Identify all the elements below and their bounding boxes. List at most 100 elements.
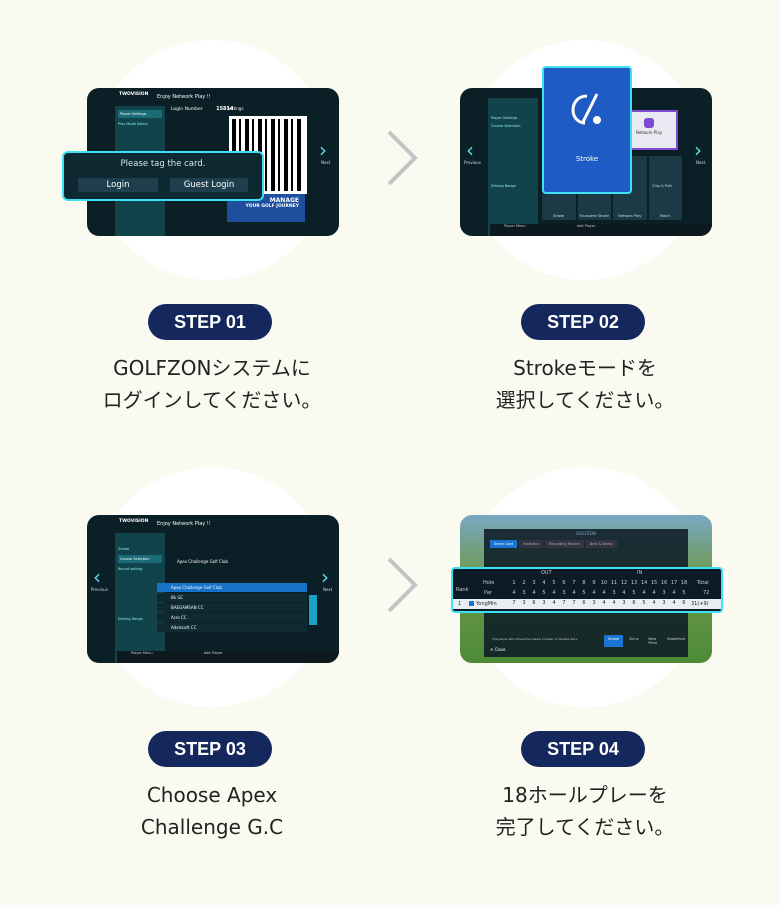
promo-line-2: YOUR GOLF JOURNEY	[245, 204, 299, 209]
course-row-selected[interactable]: Apex Challenge Golf Club	[157, 583, 307, 592]
hole-score: 3	[522, 600, 526, 606]
course-row[interactable]: BAEGAMSAN CC	[157, 603, 307, 612]
hole-score: 6	[682, 600, 686, 606]
hole-score: 4	[602, 600, 606, 606]
brand-logo: TWOVISION	[119, 92, 149, 97]
mode-foursome-label: Foursome Stroke	[579, 214, 609, 218]
next-label: Next	[696, 160, 706, 165]
next-label: Next	[323, 587, 333, 592]
hole-number: 10	[600, 580, 608, 586]
mode-new-perio[interactable]: New Perio	[648, 637, 658, 645]
sidebar-item-driving-range[interactable]: Driving Range	[491, 184, 516, 188]
hole-score: 7	[562, 600, 566, 606]
hole-number: 15	[650, 580, 658, 586]
scorecard-tabs: Score Card Statistics Recording Record B…	[490, 540, 682, 548]
hole-score: 6	[532, 600, 536, 606]
step-01-caption-line-2: ログインしてください。	[102, 388, 322, 412]
stroke-card[interactable]: Stroke	[542, 66, 632, 194]
step-03-caption-line-2: Challenge G.C	[140, 815, 284, 839]
hole-number: 1	[512, 580, 516, 586]
login-number-text: Login Number	[171, 107, 203, 112]
sidebar-item-driving-range[interactable]: Driving Range	[118, 617, 143, 621]
hole-score: 6	[582, 600, 586, 606]
guest-login-button[interactable]: Guest Login	[170, 178, 248, 192]
hole-number: 14	[640, 580, 648, 586]
sidebar-item-player-settings[interactable]: Player Settings	[491, 116, 518, 120]
step-01-badge: STEP 01	[148, 304, 272, 340]
bottom-bar: Player Menu Add Player	[490, 224, 712, 236]
scroll-arrows[interactable]	[309, 595, 317, 625]
course-row[interactable]: Bk GC	[157, 593, 307, 602]
tab-score-card[interactable]: Score Card	[490, 540, 518, 548]
hole-number: 17	[670, 580, 678, 586]
brand-logo: GOLFZON	[576, 531, 596, 536]
tab-recording-record[interactable]: Recording Record	[545, 540, 584, 548]
course-row[interactable]: Acro CC	[157, 613, 307, 622]
previous-arrow-icon[interactable]: ‹	[466, 138, 474, 162]
sidebar-item-stroke[interactable]: Stroke	[118, 547, 130, 551]
hole-score: 4	[612, 600, 616, 606]
previous-label: Previous	[91, 587, 108, 592]
step-03-caption-line-1: Choose Apex	[146, 783, 278, 807]
close-label: Close	[494, 647, 506, 652]
add-player-label[interactable]: Add Player	[576, 224, 596, 228]
course-name: Acro CC	[171, 615, 187, 620]
step-02-caption-line-2: 選択してください。	[495, 388, 675, 412]
previous-arrow-icon[interactable]: ‹	[93, 565, 101, 589]
tab-statistics[interactable]: Statistics	[519, 540, 544, 548]
sidebar-item-course-selection[interactable]: Course Selection	[491, 124, 521, 128]
step-03: TWOVISION Enjoy Network Play !! Stroke C…	[62, 467, 362, 857]
hole-par: 4	[552, 590, 556, 596]
step-04-badge: STEP 04	[521, 731, 645, 767]
hole-number: 7	[572, 580, 576, 586]
hole-number: 6	[562, 580, 566, 586]
login-button[interactable]: Login	[78, 178, 158, 192]
settings-label[interactable]: Settings	[227, 106, 244, 111]
mode-tile-match[interactable]: Match	[648, 156, 682, 220]
sidebar-item-round-setting[interactable]: Round setting	[118, 567, 143, 571]
hole-par: 4	[532, 590, 536, 596]
sidebar-item-course-selection[interactable]: Course Selection	[118, 555, 162, 563]
sidebar: Stroke Course Selection Round setting Dr…	[115, 533, 165, 663]
hole-par: 4	[572, 590, 576, 596]
sidebar-item-play-mode[interactable]: Play Mode Select	[118, 122, 148, 126]
step-02-caption: Strokeモードを 選択してください。	[435, 352, 735, 416]
player-menu-label[interactable]: Player Menu	[504, 224, 526, 228]
tab-best-worst[interactable]: Best & Worst	[585, 540, 617, 548]
hole-number: 18	[680, 580, 688, 586]
mode-stroke-label: Stroke	[553, 214, 565, 218]
mode-stableford[interactable]: Stableford	[667, 637, 686, 641]
course-name: Adelscott CC	[171, 625, 197, 630]
sidebar-item-player-settings[interactable]: Player Settings	[118, 110, 162, 118]
hole-score: 6	[632, 600, 636, 606]
login-dialog: Please tag the card. Login Guest Login	[62, 151, 264, 201]
next-arrow-icon[interactable]: ›	[319, 138, 327, 162]
step-03-badge: STEP 03	[148, 731, 272, 767]
step-01-caption-line-1: GOLFZONシステムに	[113, 356, 311, 380]
mode-match-label: Match	[659, 214, 671, 218]
hole-par: 5	[682, 590, 686, 596]
course-row[interactable]: Adelscott CC	[157, 623, 307, 632]
player-menu-label[interactable]: Player Menu	[131, 651, 153, 655]
hole-par: 4	[642, 590, 646, 596]
close-button[interactable]: ✕ Close	[490, 647, 506, 652]
step-01: TWOVISION Enjoy Network Play !! Player S…	[62, 40, 362, 430]
stroke-icon	[571, 93, 601, 125]
add-player-label[interactable]: Add Player	[203, 651, 223, 655]
hole-score: 3	[592, 600, 596, 606]
next-arrow-icon[interactable]: ›	[321, 565, 329, 589]
hole-par: 4	[652, 590, 656, 596]
next-arrow-icon[interactable]: ›	[694, 138, 702, 162]
hole-score: 4	[672, 600, 676, 606]
hole-number: 2	[522, 580, 526, 586]
player-rank: 1	[458, 601, 462, 607]
mode-skins[interactable]: Skins	[629, 637, 639, 641]
mode-stroke[interactable]: Stroke	[604, 635, 624, 647]
step-04-caption: 18ホールプレーを 完了してください。	[435, 779, 735, 843]
hole-score: 3	[662, 600, 666, 606]
player-avatar-icon	[469, 601, 474, 606]
hole-par: 5	[582, 590, 586, 596]
